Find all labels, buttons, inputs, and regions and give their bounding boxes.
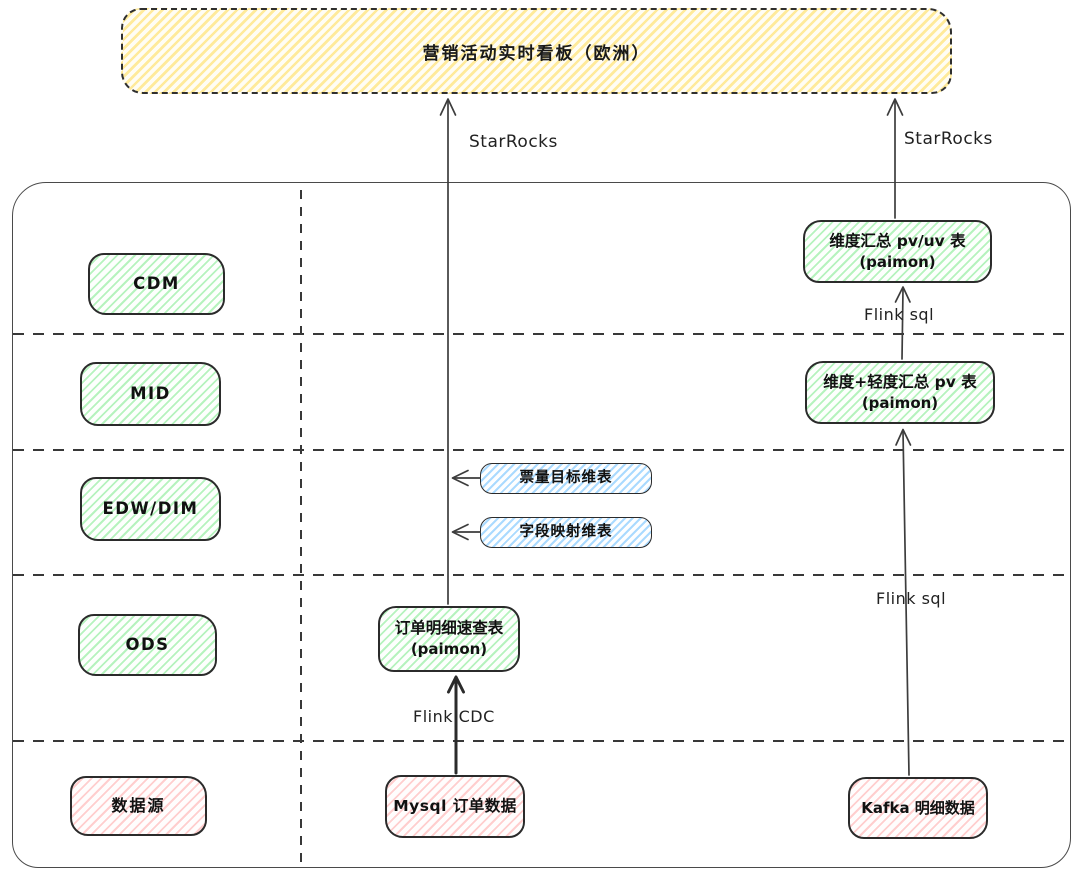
node-dim-light-summary-pv-line2: (paimon) xyxy=(861,393,939,412)
node-order-detail-lookup-table: 订单明细速查表 (paimon) xyxy=(378,606,520,672)
dashboard-label: 营销活动实时看板（欧洲） xyxy=(422,43,651,64)
node-order-detail-lookup-line1: 订单明细速查表 xyxy=(394,619,504,638)
layer-box-data-source: 数据源 xyxy=(70,776,207,836)
layer-label-edw-dim: EDW/DIM xyxy=(102,498,199,518)
layer-label-mid: MID xyxy=(130,383,171,403)
layer-box-cdm: CDM xyxy=(88,253,225,315)
node-ticket-target-dim-label: 票量目标维表 xyxy=(519,469,613,486)
layer-box-mid: MID xyxy=(80,362,221,426)
node-dim-summary-pvuv-line2: (paimon) xyxy=(859,252,936,271)
node-order-detail-lookup-line2: (paimon) xyxy=(410,640,488,659)
node-dim-summary-pvuv-line1: 维度汇总 pv/uv 表 xyxy=(829,231,966,250)
edge-label-flink-cdc: Flink CDC xyxy=(413,707,495,726)
node-kafka-detail-data: Kafka 明细数据 xyxy=(848,777,988,839)
node-field-mapping-dim-table: 字段映射维表 xyxy=(480,517,652,548)
layer-divider-ods-source xyxy=(13,740,1070,743)
layer-divider-edw-ods xyxy=(13,574,1070,577)
node-field-mapping-dim-label: 字段映射维表 xyxy=(519,523,613,540)
edge-label-flink-sql-upper: Flink sql xyxy=(864,305,935,324)
layer-divider-mid-edw xyxy=(13,449,1070,452)
layer-divider-cdm-mid xyxy=(13,333,1070,336)
layer-label-data-source: 数据源 xyxy=(111,796,166,816)
label-column-divider xyxy=(300,190,303,862)
node-kafka-detail-data-label: Kafka 明细数据 xyxy=(861,798,975,817)
node-mysql-order-data: Mysql 订单数据 xyxy=(385,775,525,838)
dashboard-box: 营销活动实时看板（欧洲） xyxy=(121,8,952,94)
node-ticket-target-dim-table: 票量目标维表 xyxy=(480,463,652,494)
node-dim-light-summary-pv-table: 维度+轻度汇总 pv 表 (paimon) xyxy=(805,361,995,424)
edge-label-flink-sql-lower: Flink sql xyxy=(876,589,947,608)
node-dim-light-summary-pv-line1: 维度+轻度汇总 pv 表 xyxy=(823,372,977,391)
layer-label-ods: ODS xyxy=(125,634,170,654)
edge-label-starrocks-left: StarRocks xyxy=(469,132,558,152)
layer-label-cdm: CDM xyxy=(133,273,180,293)
layer-box-edw-dim: EDW/DIM xyxy=(80,477,221,541)
layer-box-ods: ODS xyxy=(78,614,217,676)
node-dim-summary-pvuv-table: 维度汇总 pv/uv 表 (paimon) xyxy=(803,220,992,283)
edge-label-starrocks-right: StarRocks xyxy=(904,129,993,149)
node-mysql-order-data-label: Mysql 订单数据 xyxy=(393,797,517,816)
layers-container xyxy=(12,182,1071,868)
